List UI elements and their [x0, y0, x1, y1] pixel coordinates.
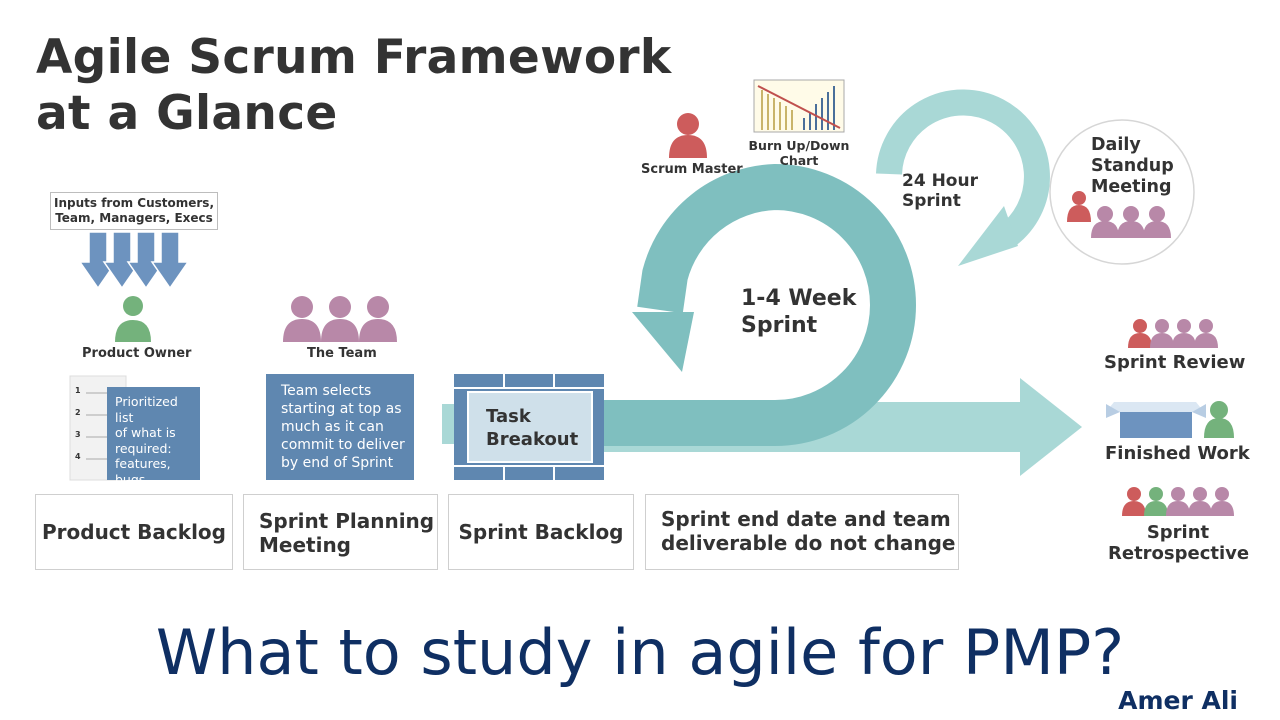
- team-selects-line: by end of Sprint: [281, 455, 394, 471]
- prioritized-list-line: features, bugs: [115, 456, 171, 487]
- sprint-backlog-box: Sprint Backlog: [448, 494, 634, 570]
- burn-chart-label: Burn Up/Down Chart: [746, 138, 852, 168]
- sprint-retro-line-2: Retrospective: [1108, 543, 1250, 564]
- task-breakout-line-2: Breakout: [486, 429, 579, 450]
- team-selects-line: much as it can: [281, 419, 384, 435]
- task-breakout-line-1: Task: [486, 406, 531, 427]
- daily-standup-circle: [1049, 119, 1195, 265]
- team-icon: [283, 296, 397, 342]
- sprint-backlog-label: Sprint Backlog: [458, 520, 624, 544]
- team-label: The Team: [307, 346, 377, 361]
- sprint-retrospective-icon: [1122, 487, 1234, 516]
- backlog-number-3: 3: [75, 430, 81, 439]
- prioritized-list-line: required:: [115, 440, 172, 456]
- hour-sprint-line-1: 24 Hour: [902, 171, 978, 191]
- team-selects-note: Team selects starting at top as much as …: [266, 374, 414, 480]
- sprint-end-box: Sprint end date and team deliverable do …: [645, 494, 959, 570]
- sprint-planning-line-2: Meeting: [259, 533, 352, 557]
- task-breakout-label: Task Breakout: [486, 405, 578, 451]
- sprint-planning-line-1: Sprint Planning: [259, 509, 435, 533]
- hour-sprint-label: 24 Hour Sprint: [902, 171, 978, 211]
- team-selects-line: Team selects: [281, 383, 372, 399]
- scrum-master-label: Scrum Master: [641, 162, 743, 177]
- product-backlog-label: Product Backlog: [41, 520, 226, 544]
- sprint-review-icon: [1128, 319, 1218, 348]
- burn-chart-label-line-1: Burn Up/Down: [748, 138, 850, 153]
- backlog-number-4: 4: [75, 452, 81, 461]
- week-sprint-line-2: Sprint: [741, 313, 818, 338]
- sprint-cycle-arrow-icon: [600, 163, 916, 446]
- daily-cycle-arrow-icon: [876, 89, 1050, 266]
- backlog-number-2: 2: [75, 408, 81, 417]
- sprint-review-label: Sprint Review: [1104, 352, 1246, 373]
- product-owner-label: Product Owner: [82, 346, 192, 361]
- sprint-retro-line-1: Sprint: [1146, 522, 1210, 543]
- sprint-end-line-2: deliverable do not change: [661, 531, 956, 555]
- burn-chart-label-line-2: Chart: [779, 153, 819, 168]
- finished-work-label: Finished Work: [1105, 443, 1250, 464]
- daily-standup-line-1: Daily: [1091, 135, 1141, 155]
- daily-standup-label: Daily Standup Meeting: [1091, 135, 1174, 198]
- week-sprint-label: 1-4 Week Sprint: [741, 285, 856, 339]
- sprint-planning-box: Sprint Planning Meeting: [243, 494, 438, 570]
- team-selects-line: commit to deliver: [281, 437, 405, 453]
- author-name: Amer Ali: [1118, 686, 1238, 715]
- task-breakout-grid: [442, 374, 604, 480]
- hour-sprint-line-2: Sprint: [902, 191, 961, 211]
- scrum-master-icon: [669, 113, 707, 158]
- inputs-label-line-2: Team, Managers, Execs: [55, 211, 213, 225]
- product-owner-icon: [115, 296, 151, 342]
- diagram-title: Agile Scrum Framework at a Glance: [36, 30, 671, 142]
- prioritized-list-line: of what is: [115, 425, 176, 440]
- inputs-label-line-1: Inputs from Customers,: [54, 196, 214, 210]
- product-backlog-box: Product Backlog: [35, 494, 233, 570]
- sprint-retrospective-label: Sprint Retrospective: [1108, 522, 1250, 564]
- burn-chart-icon: [753, 79, 845, 133]
- inputs-label-box: Inputs from Customers, Team, Managers, E…: [50, 192, 218, 230]
- subtitle: What to study in agile for PMP?: [155, 616, 1125, 689]
- team-selects-line: starting at top as: [281, 401, 402, 417]
- title-line-1: Agile Scrum Framework: [36, 30, 672, 85]
- backlog-number-1: 1: [75, 386, 81, 395]
- prioritized-list-note: Prioritized list of what is required: fe…: [107, 387, 200, 502]
- finished-work-icon: [1106, 401, 1234, 438]
- input-arrows-icon: [78, 231, 190, 290]
- daily-standup-line-2: Standup: [1091, 156, 1174, 176]
- title-line-2: at a Glance: [36, 86, 338, 141]
- sprint-end-line-1: Sprint end date and team: [661, 507, 951, 531]
- week-sprint-line-1: 1-4 Week: [741, 286, 857, 311]
- prioritized-list-line: Prioritized list: [115, 394, 178, 425]
- daily-standup-line-3: Meeting: [1091, 177, 1172, 197]
